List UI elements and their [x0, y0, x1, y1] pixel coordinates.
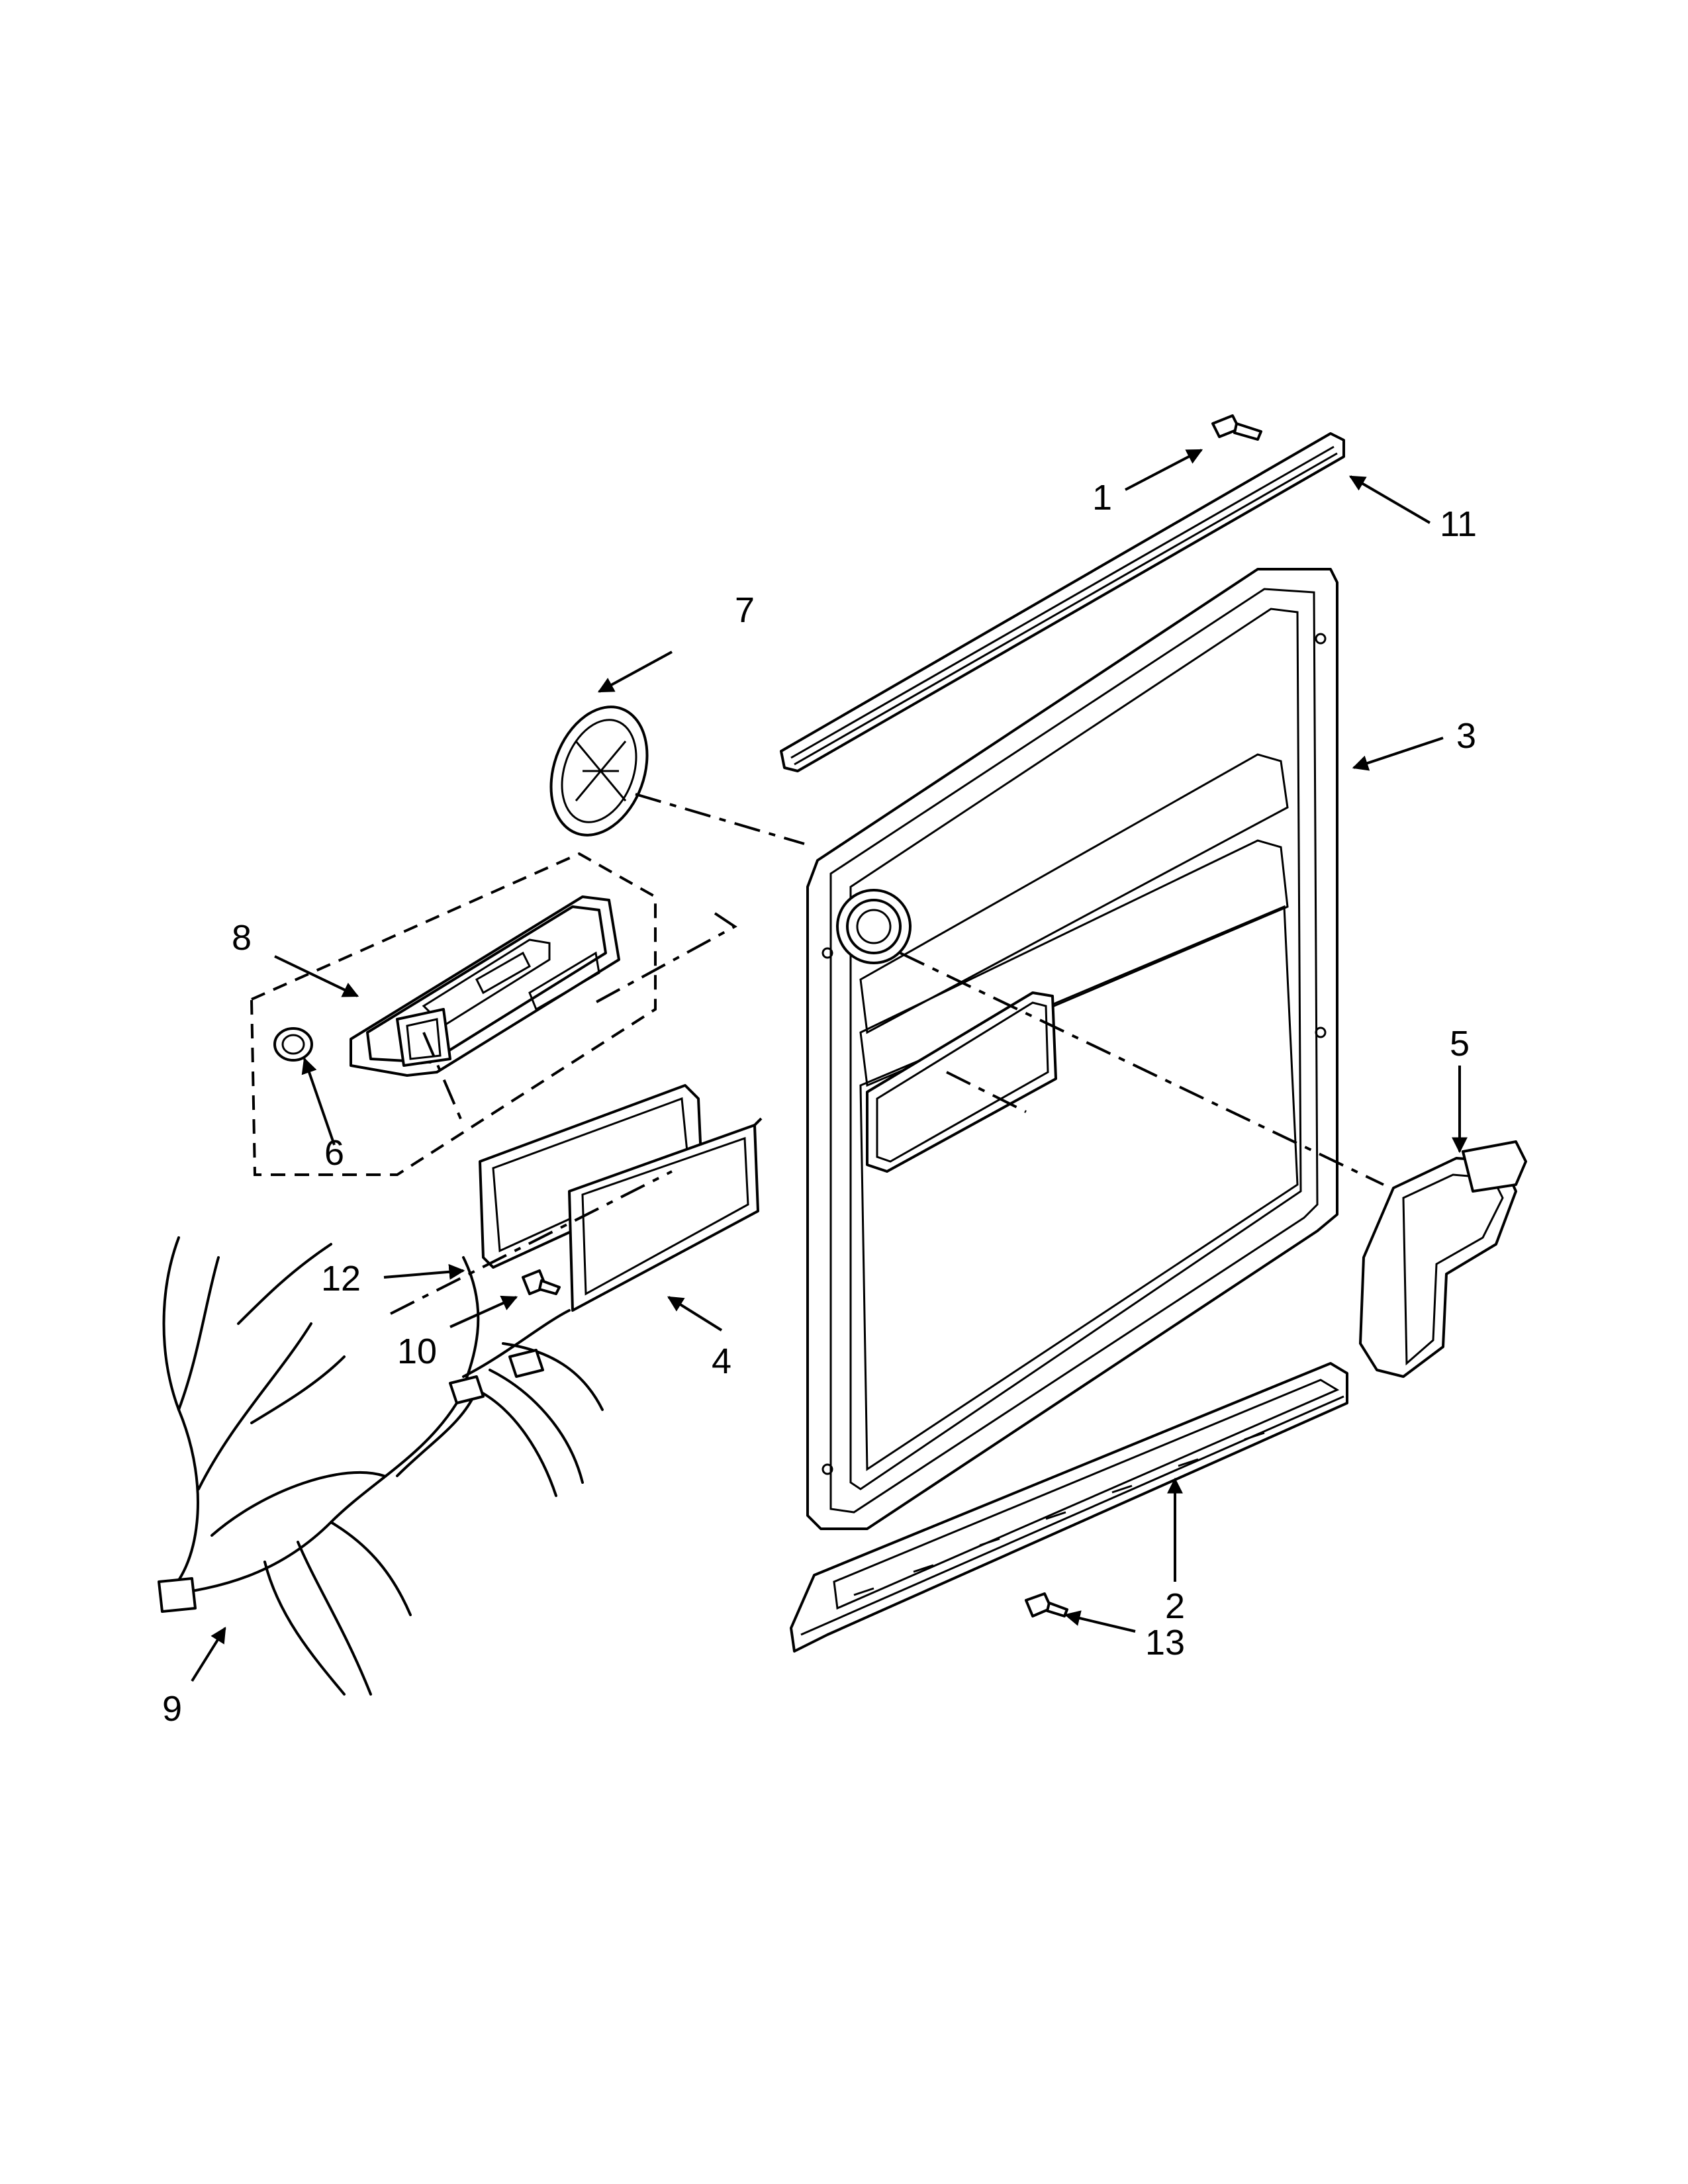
callout-labels: 1 11 7 3 8 5 6 12 10 4 2 13 9	[162, 478, 1477, 1729]
callout-13: 13	[1145, 1623, 1185, 1662]
callout-11: 11	[1440, 504, 1477, 544]
callout-7: 7	[735, 590, 755, 630]
wire-harness	[158, 1236, 604, 1696]
knob	[273, 1027, 313, 1062]
bottom-screw	[1025, 1592, 1068, 1617]
callout-2: 2	[1165, 1586, 1185, 1626]
dispenser-assembly	[250, 852, 657, 1176]
top-screw	[1211, 414, 1262, 441]
callout-1: 1	[1092, 478, 1112, 518]
callout-8: 8	[232, 918, 252, 958]
callout-5: 5	[1450, 1024, 1470, 1064]
callout-4: 4	[712, 1342, 731, 1381]
callout-6: 6	[324, 1133, 344, 1173]
vent-cap	[549, 705, 649, 837]
callout-9: 9	[162, 1689, 182, 1729]
bottom-trim	[790, 1362, 1348, 1653]
callout-10: 10	[397, 1332, 437, 1371]
top-gasket-strip	[780, 432, 1345, 772]
cover-panel	[568, 1124, 759, 1312]
leader-lines	[191, 449, 1468, 1682]
cover-screw	[522, 1269, 561, 1295]
hinge-bracket	[1359, 1140, 1527, 1378]
inner-door-panel	[806, 568, 1338, 1530]
alignment-lines	[390, 793, 1384, 1315]
callout-12: 12	[321, 1259, 361, 1298]
callout-3: 3	[1456, 716, 1476, 756]
